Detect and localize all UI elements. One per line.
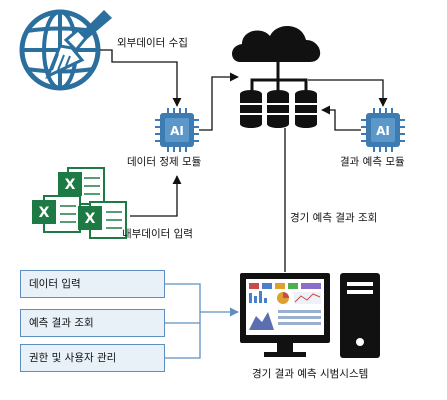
function-data-input: 데이터 입력: [20, 270, 165, 298]
function-permission-user-mgmt: 권한 및 사용자 관리: [20, 344, 165, 372]
internal-data-input-label: 내부데이터 입력: [122, 228, 193, 240]
globe-broom-icon: [19, 9, 112, 91]
query-result-label: 경기 예측 결과 조회: [290, 212, 378, 224]
ai-chip-label: AI: [170, 124, 184, 138]
result-predict-module-label: 결과 예측 모듈: [340, 156, 405, 168]
svg-text:X: X: [39, 205, 50, 221]
external-data-collect-label: 외부데이터 수집: [117, 37, 188, 49]
function-connectors: [165, 283, 239, 359]
cloud-database-icon: [232, 25, 321, 128]
svg-text:X: X: [85, 211, 96, 227]
connector-lines: [100, 49, 388, 272]
ai-chip-icon: AI: [155, 108, 199, 152]
desktop-computer-icon: [240, 273, 380, 358]
svg-text:X: X: [65, 177, 76, 193]
excel-files-icon: X X X: [32, 167, 127, 239]
ai-chip-icon: AI: [361, 108, 405, 152]
function-query-result: 예측 결과 조회: [20, 309, 165, 337]
data-refine-module-label: 데이터 정제 모듈: [127, 156, 202, 168]
system-name-label: 경기 결과 예측 시범시스템: [252, 368, 369, 380]
ai-chip-label: AI: [376, 124, 390, 138]
